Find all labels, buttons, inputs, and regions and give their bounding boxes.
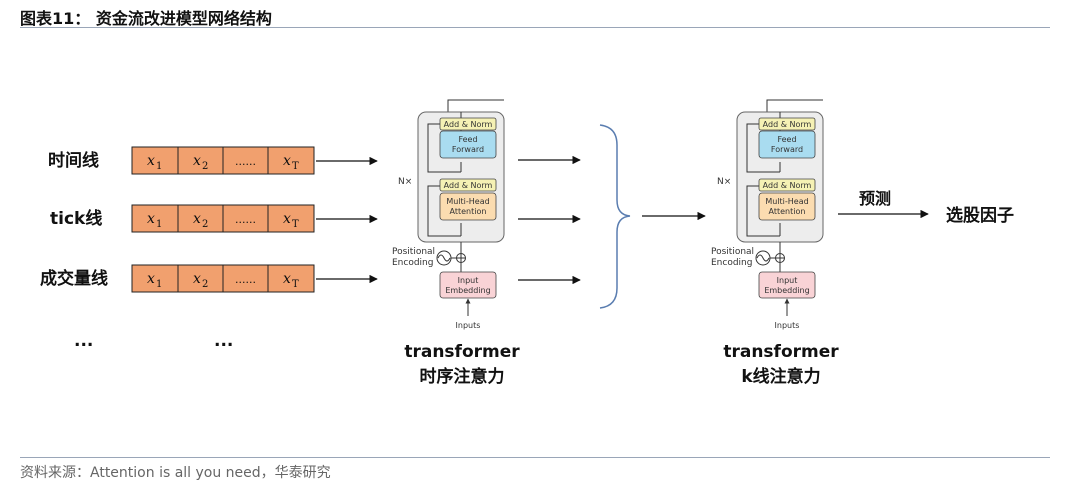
row-label-3: 成交量线	[40, 268, 108, 289]
sequence-cell	[267, 146, 315, 175]
merge-brace	[599, 124, 631, 309]
positional-label-2: Encoding	[711, 258, 752, 268]
input-embedding-label-1: Input	[777, 276, 798, 285]
sequence-cell	[131, 264, 179, 293]
cell-subscript: T	[292, 161, 299, 172]
multi-head-label-2: Attention	[769, 207, 806, 216]
nx-label: N×	[398, 177, 412, 187]
positional-label-2: Encoding	[392, 258, 433, 268]
sequence-cell	[177, 204, 225, 233]
sequence-cell	[177, 264, 225, 293]
sequence-cell	[267, 204, 315, 233]
output-label: 选股因子	[946, 206, 1014, 226]
transformer1-sub: 时序注意力	[420, 366, 505, 387]
cell-subscript: 1	[156, 161, 162, 172]
sequence-cell	[131, 146, 179, 175]
sequence-cell	[177, 146, 225, 175]
cell-subscript: 2	[202, 161, 208, 172]
add-norm-box	[758, 117, 816, 131]
add-norm-label: Add & Norm	[444, 181, 493, 190]
add-norm-box	[758, 178, 816, 192]
feed-forward-label-2: Forward	[452, 145, 484, 154]
add-norm-box	[439, 117, 497, 131]
cell-symbol: x	[283, 211, 291, 227]
cell-symbol: x	[193, 153, 201, 169]
cells-ellipsis: ...	[214, 331, 233, 351]
cell-symbol: x	[147, 153, 155, 169]
sequence-cell	[222, 264, 270, 293]
feed-forward-box	[758, 130, 816, 159]
positional-label-1: Positional	[711, 247, 754, 257]
add-norm-label: Add & Norm	[763, 181, 812, 190]
input-embedding-label-1: Input	[458, 276, 479, 285]
transformer1-name: transformer	[404, 342, 520, 362]
cell-subscript: 1	[156, 219, 162, 230]
feed-forward-label-1: Feed	[458, 135, 477, 144]
multi-head-attention-box	[439, 192, 497, 221]
cell-subscript: 2	[202, 279, 208, 290]
row-label-1: 时间线	[48, 150, 99, 171]
positional-label-1: Positional	[392, 247, 435, 257]
input-embedding-label-2: Embedding	[764, 286, 809, 295]
sequence-cell	[267, 264, 315, 293]
cell-symbol: x	[147, 211, 155, 227]
add-norm-box	[439, 178, 497, 192]
multi-head-label-1: Multi-Head	[446, 197, 489, 206]
inputs-label: Inputs	[456, 321, 481, 330]
input-embedding-box	[439, 271, 497, 299]
transformer2-sub: k线注意力	[741, 366, 820, 387]
nx-label: N×	[717, 177, 731, 187]
predict-label: 预测	[859, 189, 891, 208]
cell-symbol: x	[147, 271, 155, 287]
multi-head-label-1: Multi-Head	[765, 197, 808, 206]
cell-symbol: x	[283, 153, 291, 169]
bottom-divider	[20, 457, 1050, 458]
cell-symbol: x	[193, 271, 201, 287]
cell-subscript: 1	[156, 279, 162, 290]
inputs-label: Inputs	[775, 321, 800, 330]
row-label-2: tick线	[50, 208, 102, 229]
rows-ellipsis: ...	[74, 331, 93, 351]
figure-title: 图表11： 资金流改进模型网络结构	[20, 9, 272, 28]
cell-symbol: x	[283, 271, 291, 287]
cell-symbol: x	[193, 211, 201, 227]
source-note: 资料来源：Attention is all you need，华泰研究	[20, 465, 331, 481]
cell-symbol: ......	[235, 213, 256, 226]
multi-head-attention-box	[758, 192, 816, 221]
add-norm-label: Add & Norm	[763, 120, 812, 129]
input-embedding-box	[758, 271, 816, 299]
feed-forward-label-1: Feed	[777, 135, 796, 144]
cell-subscript: T	[292, 219, 299, 230]
top-divider	[20, 27, 1050, 28]
feed-forward-label-2: Forward	[771, 145, 803, 154]
feed-forward-box	[439, 130, 497, 159]
cell-symbol: ......	[235, 273, 256, 286]
input-embedding-label-2: Embedding	[445, 286, 490, 295]
sequence-cell	[131, 204, 179, 233]
multi-head-label-2: Attention	[450, 207, 487, 216]
transformer2-name: transformer	[723, 342, 839, 362]
add-norm-label: Add & Norm	[444, 120, 493, 129]
cell-symbol: ......	[235, 155, 256, 168]
cell-subscript: 2	[202, 219, 208, 230]
cell-subscript: T	[292, 279, 299, 290]
